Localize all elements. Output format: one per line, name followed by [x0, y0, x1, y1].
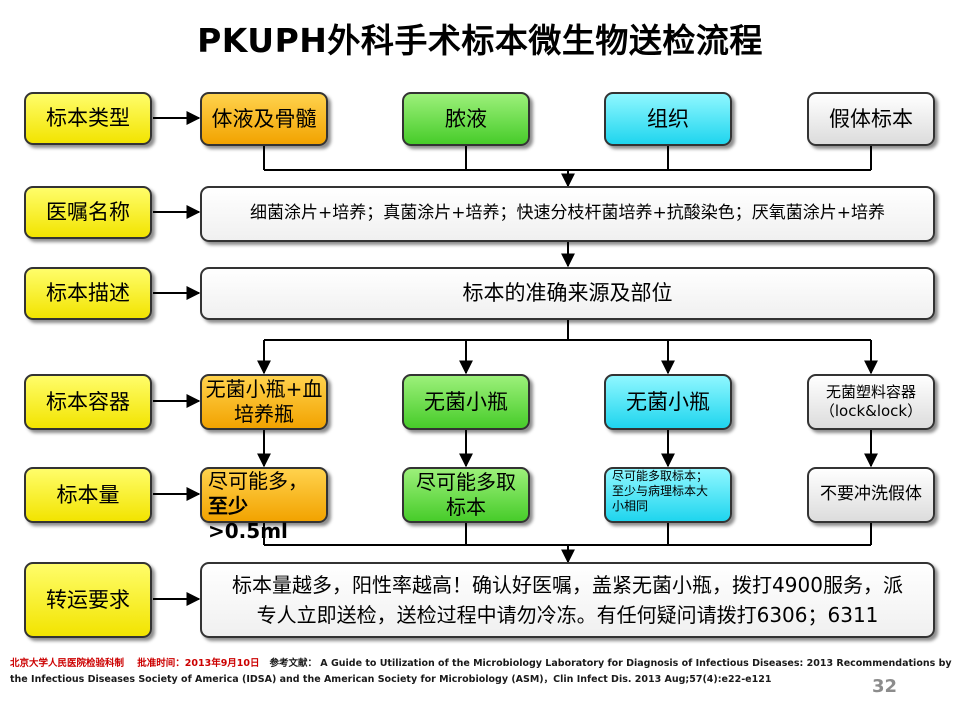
container-line1: 无菌塑料容器 — [825, 383, 916, 402]
container-line2: 培养瓶 — [234, 402, 294, 426]
container-sterile-vial-pus: 无菌小瓶 — [402, 374, 530, 430]
container-sterile-vial-blood-bottle: 无菌小瓶+血 培养瓶 — [200, 374, 328, 430]
label-specimen-container: 标本容器 — [24, 374, 152, 430]
reference-label: 参考文献： — [269, 658, 317, 669]
institution-credit: 北京大学人民医院检验科制 — [10, 658, 125, 669]
volume-tissue: 尽可能多取标本； 至少与病理标本大 小相同 — [604, 467, 732, 523]
order-names: 细菌涂片+培养；真菌涂片+培养；快速分枝杆菌培养+抗酸染色；厌氧菌涂片+培养 — [200, 186, 935, 242]
container-line2: （lock&lock） — [819, 402, 923, 420]
volume-line2: 至少与病理标本大 — [612, 484, 709, 498]
volume-line3: 小相同 — [612, 499, 649, 513]
container-plastic-lock: 无菌塑料容器 （lock&lock） — [807, 374, 935, 430]
reference-text: A Guide to Utilization of the Microbiolo… — [10, 658, 952, 685]
volume-line1: 尽可能多取标本； — [612, 469, 709, 483]
volume-body-fluid: 尽可能多， 至少>0.5ml — [200, 467, 328, 543]
approval-date: 批准时间：2013年9月10日 — [137, 658, 260, 669]
type-tissue: 组织 — [604, 92, 732, 146]
type-prosthesis: 假体标本 — [807, 92, 935, 146]
volume-prosthesis: 不要冲洗假体 — [807, 467, 935, 523]
page-title: PKUPH外科手术标本微生物送检流程 — [197, 21, 763, 60]
container-line1: 无菌小瓶+血 — [205, 377, 323, 401]
transport-line2: 专人立即送检，送检过程中请勿冷冻。有任何疑问请拨打6306；6311 — [256, 603, 879, 627]
label-specimen-volume: 标本量 — [24, 467, 152, 523]
volume-line2: 至少>0.5ml — [208, 494, 288, 543]
transport-requirements: 标本量越多，阳性率越高！确认好医嘱，盖紧无菌小瓶，拨打4900服务，派 专人立即… — [200, 562, 935, 638]
label-order-name: 医嘱名称 — [24, 186, 152, 239]
label-specimen-type: 标本类型 — [24, 92, 152, 145]
type-body-fluid-marrow: 体液及骨髓 — [200, 92, 328, 146]
label-transport-requirements: 转运要求 — [24, 562, 152, 638]
page-number: 32 — [872, 676, 898, 697]
volume-line1: 尽可能多， — [208, 469, 308, 493]
volume-line2: 标本 — [446, 495, 486, 519]
reference-footnote: 北京大学人民医院检验科制 批准时间：2013年9月10日 参考文献： A Gui… — [10, 656, 955, 688]
specimen-description: 标本的准确来源及部位 — [200, 267, 935, 320]
container-sterile-vial-tissue: 无菌小瓶 — [604, 374, 732, 430]
type-pus: 脓液 — [402, 92, 530, 146]
transport-line1: 标本量越多，阳性率越高！确认好医嘱，盖紧无菌小瓶，拨打4900服务，派 — [232, 573, 903, 597]
label-specimen-description: 标本描述 — [24, 267, 152, 320]
volume-pus: 尽可能多取 标本 — [402, 467, 530, 523]
volume-line1: 尽可能多取 — [416, 470, 516, 494]
